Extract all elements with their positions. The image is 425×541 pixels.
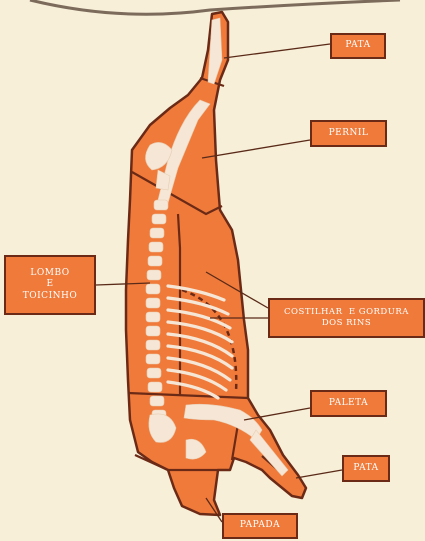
label-pata-bottom: PATA — [342, 455, 390, 482]
label-pata-top-text: PATA — [345, 40, 370, 51]
label-papada-text: PAPADA — [240, 520, 280, 531]
label-pernil: PERNIL — [310, 120, 387, 147]
label-lombo-line-1: LOMBO — [30, 268, 69, 279]
label-costilhar-line-2: DOS RINS — [322, 318, 371, 329]
label-lombo-line-3: TOICINHO — [23, 291, 77, 302]
label-papada: PAPADA — [222, 513, 298, 539]
label-lombo-line-2: E — [46, 279, 53, 290]
label-costilhar: COSTILHAR E GORDURA DOS RINS — [268, 298, 425, 338]
label-costilhar-line-1: COSTILHAR E GORDURA — [284, 307, 409, 318]
label-pernil-text: PERNIL — [329, 128, 369, 139]
label-paleta: PALETA — [310, 390, 387, 417]
header-fragment — [30, 0, 400, 14]
label-paleta-text: PALETA — [329, 398, 368, 409]
label-lombo-e-toicinho: LOMBO E TOICINHO — [4, 255, 96, 315]
label-pata-top: PATA — [330, 33, 386, 59]
label-pata-bottom-text: PATA — [353, 463, 378, 474]
